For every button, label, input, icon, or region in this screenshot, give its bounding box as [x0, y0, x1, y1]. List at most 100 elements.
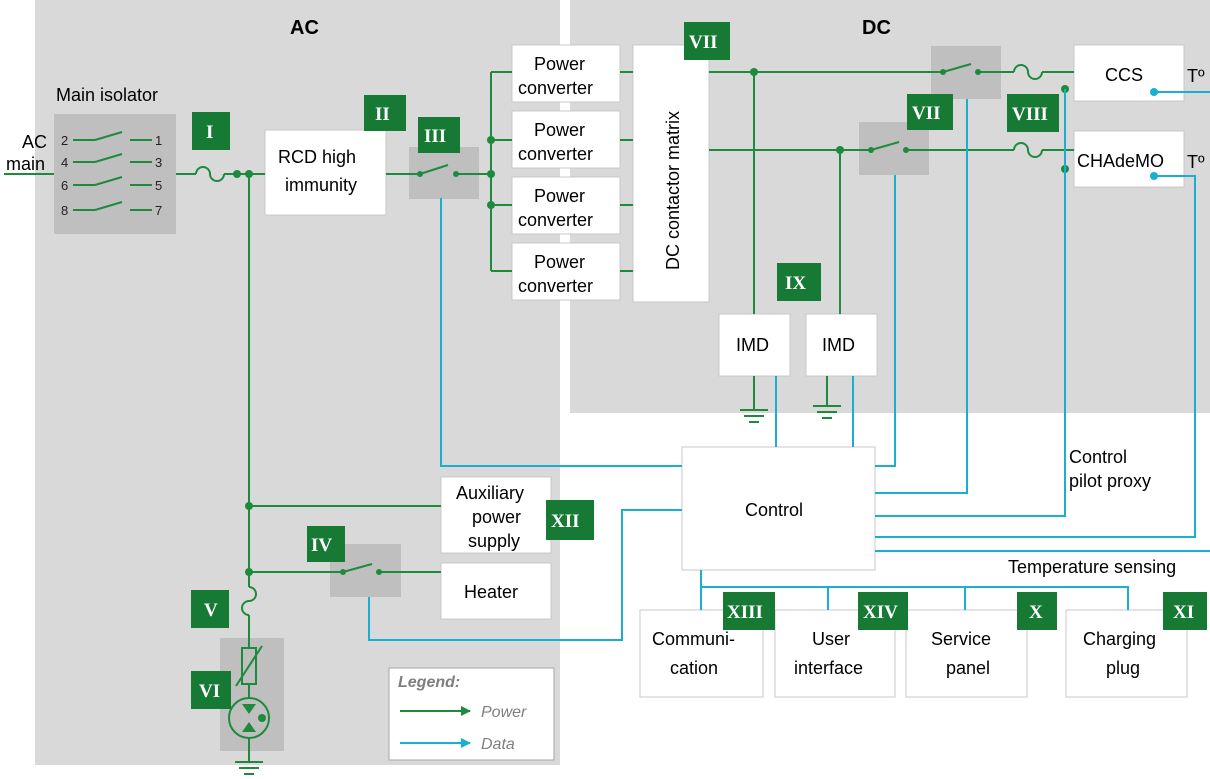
- svg-text:V: V: [204, 600, 218, 621]
- rcd-box: [264, 129, 387, 216]
- power-converter-4: [511, 242, 621, 301]
- ccs-temp-sensor-dot: [1150, 88, 1158, 96]
- imd-1-label: IMD: [736, 335, 769, 355]
- svg-text:XIII: XIII: [727, 602, 763, 623]
- imd-2-label: IMD: [822, 335, 855, 355]
- svg-text:VI: VI: [199, 681, 220, 702]
- ccs-temp-symbol: Tº: [1187, 66, 1205, 86]
- chademo-label: CHAdeMO: [1077, 151, 1164, 171]
- power-converter-3-line2: converter: [518, 210, 593, 230]
- ccs-label: CCS: [1105, 65, 1143, 85]
- power-wiring: [4, 63, 1074, 775]
- legend-title: Legend:: [398, 674, 460, 691]
- control-pilot-proxy-line1: Control: [1069, 447, 1127, 467]
- svg-text:X: X: [1029, 602, 1043, 623]
- tag-xii: XII: [546, 500, 594, 540]
- chademo-temp-symbol: Tº: [1187, 152, 1205, 172]
- isolator-pin-3: 3: [155, 155, 162, 170]
- isolator-pin-5: 5: [155, 178, 162, 193]
- main-isolator-contacts: [73, 131, 152, 211]
- communication-label-line1: Communi-: [652, 629, 735, 649]
- service-panel-box: [905, 609, 1028, 698]
- power-converter-1: [511, 44, 621, 103]
- ac-main-label-line2: main: [6, 154, 45, 174]
- temperature-sensing-label: Temperature sensing: [1008, 557, 1176, 577]
- svg-text:XI: XI: [1173, 602, 1194, 623]
- tag-viii: VIII: [1007, 94, 1059, 132]
- control-box: [681, 446, 876, 571]
- isolator-pin-8: 8: [61, 203, 68, 218]
- isolator-pin-2: 2: [61, 133, 68, 148]
- ac-main-label-line1: AC: [22, 132, 47, 152]
- communication-label-line2: cation: [670, 658, 718, 678]
- isolator-pin-4: 4: [61, 155, 68, 170]
- svg-text:II: II: [375, 104, 390, 125]
- dc-contactor-matrix: [632, 44, 710, 303]
- service-panel-label-line2: panel: [946, 658, 990, 678]
- legend-power-label: Power: [481, 704, 527, 721]
- tag-xiii: XIII: [723, 592, 775, 630]
- tag-iv: IV: [307, 526, 345, 562]
- imd-box-1: [718, 313, 791, 377]
- tag-iii: III: [418, 117, 460, 153]
- service-panel-label-line1: Service: [931, 629, 991, 649]
- power-converter-3: [511, 176, 621, 235]
- user-interface-label-line2: interface: [794, 658, 863, 678]
- spd-dot: [258, 714, 266, 722]
- power-converter-4-line2: converter: [518, 276, 593, 296]
- tag-v: V: [191, 590, 229, 628]
- svg-text:I: I: [206, 122, 213, 143]
- ac-region-title: AC: [290, 17, 319, 39]
- spd-arrow-up: [242, 722, 256, 732]
- rcd-label-line2: immunity: [285, 175, 357, 195]
- svg-text:IX: IX: [785, 273, 806, 294]
- tag-vi: VI: [191, 671, 231, 709]
- svg-text:VII: VII: [912, 103, 941, 124]
- dc-contactor-matrix-label: DC contactor matrix: [663, 111, 683, 270]
- isolator-pin-1: 1: [155, 133, 162, 148]
- chademo-temp-sensor-dot: [1150, 172, 1158, 180]
- imd-box-2: [805, 313, 878, 377]
- control-label: Control: [745, 500, 803, 520]
- spd-arrow-down: [242, 704, 256, 714]
- svg-text:III: III: [424, 126, 446, 147]
- heater-box: [440, 562, 552, 620]
- legend-box: [388, 667, 555, 761]
- power-converter-2-line2: converter: [518, 144, 593, 164]
- user-interface-label-line1: User: [812, 629, 850, 649]
- isolator-pin-7: 7: [155, 203, 162, 218]
- tag-xiv: XIV: [858, 592, 908, 630]
- tag-xi: XI: [1163, 592, 1207, 630]
- power-converter-3-line1: Power: [534, 186, 585, 206]
- power-converter-1-line1: Power: [534, 54, 585, 74]
- control-pilot-proxy-line2: pilot proxy: [1069, 471, 1151, 491]
- heater-label: Heater: [464, 582, 518, 602]
- power-converter-2-line1: Power: [534, 120, 585, 140]
- charging-plug-label-line2: plug: [1106, 658, 1140, 678]
- svg-text:XII: XII: [551, 511, 580, 532]
- legend-data-label: Data: [481, 736, 515, 753]
- svg-text:XIV: XIV: [863, 602, 898, 623]
- svg-text:IV: IV: [311, 535, 332, 556]
- rcd-label-line1: RCD high: [278, 147, 356, 167]
- data-wiring: [368, 89, 1210, 641]
- aux-label-line3: supply: [468, 531, 520, 551]
- dc-region-title: DC: [862, 17, 891, 39]
- svg-text:VII: VII: [689, 32, 718, 53]
- main-isolator-label: Main isolator: [56, 85, 158, 105]
- power-converter-4-line1: Power: [534, 252, 585, 272]
- tag-i: I: [192, 112, 230, 150]
- power-junction-dots: [233, 68, 1069, 576]
- auxiliary-power-supply-box: [440, 476, 552, 554]
- charging-plug-label-line1: Charging: [1083, 629, 1156, 649]
- tag-ii: II: [364, 95, 406, 131]
- aux-label-line1: Auxiliary: [456, 483, 524, 503]
- tag-x: X: [1017, 592, 1057, 630]
- tag-ix: IX: [777, 263, 821, 301]
- tag-vii-mid: VII: [907, 94, 953, 130]
- chademo-box: [1073, 130, 1185, 188]
- power-converter-1-line2: converter: [518, 78, 593, 98]
- aux-label-line2: power: [472, 507, 521, 527]
- tag-vii-top: VII: [684, 22, 730, 60]
